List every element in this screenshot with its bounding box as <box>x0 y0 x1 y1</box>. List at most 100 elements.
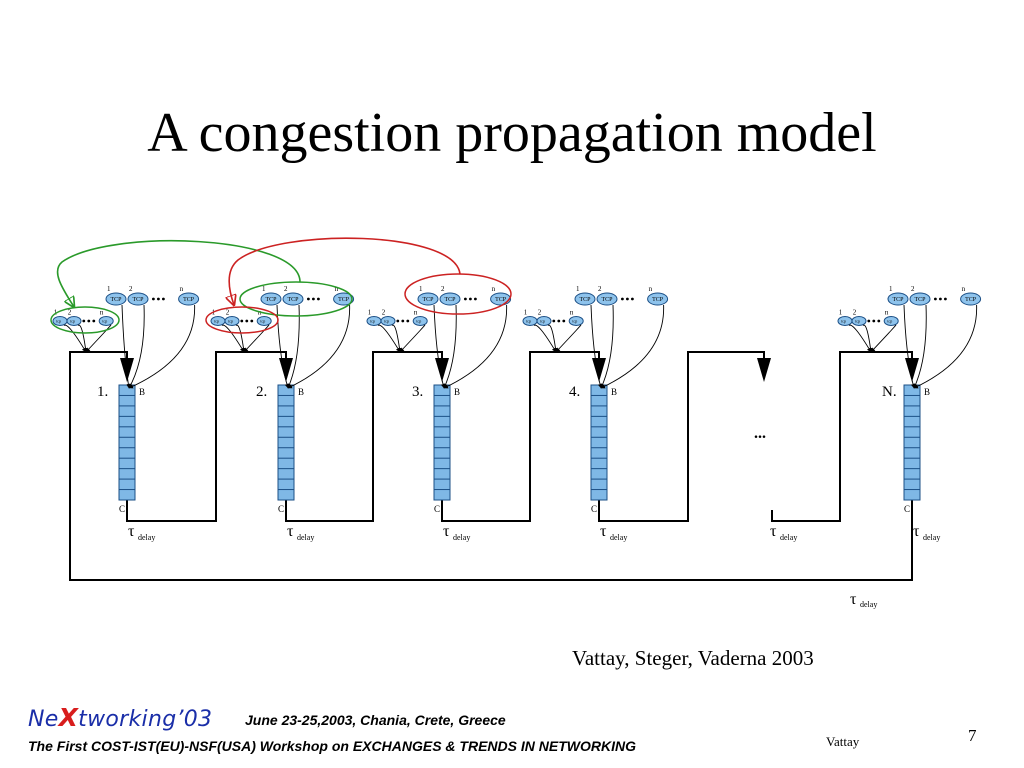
flow-dots <box>401 319 405 323</box>
tcp-flow-group-label: TCP <box>111 297 123 303</box>
buffer-queue <box>118 384 136 501</box>
flow-index-label: 1 <box>368 309 372 317</box>
flow-index-label: n <box>885 309 889 317</box>
small-tcp-flow-group <box>224 316 240 326</box>
flow-path <box>391 324 402 353</box>
flow-index-label: n <box>100 309 104 317</box>
flow-path <box>533 324 557 353</box>
tcp-flow-group <box>127 292 149 306</box>
link-wire <box>771 351 913 522</box>
small-tcp-flow-group-label: tcp <box>102 318 107 323</box>
flow-dots <box>240 319 244 323</box>
flow-index-label: n <box>649 285 653 293</box>
delay-subscript: delay <box>610 533 627 542</box>
delay-symbol: τ <box>850 591 857 608</box>
tcp-flow-group-label: TCP <box>423 297 435 303</box>
flow-path <box>547 324 558 353</box>
delay-subscript: delay <box>923 533 940 542</box>
router-label: 3. <box>412 384 423 400</box>
buffer-queue <box>277 384 295 501</box>
small-tcp-flow-group-label: tcp <box>841 318 846 323</box>
flow-index-label: n <box>335 285 339 293</box>
flow-dots <box>245 319 249 323</box>
tcp-flow-group-label: TCP <box>266 297 278 303</box>
buffer-bottom-label: C <box>904 504 910 514</box>
small-tcp-flow-group <box>98 316 114 326</box>
flow-index-label: 2 <box>382 309 386 317</box>
flow-dots <box>552 319 556 323</box>
small-tcp-flow-group-label: tcp <box>370 318 375 323</box>
flow-path <box>221 324 245 353</box>
router-label: 2. <box>256 384 267 400</box>
flow-index-label: 2 <box>129 285 133 293</box>
flow-dots <box>562 319 566 323</box>
tcp-flow-group <box>596 292 618 306</box>
small-tcp-flow-group-label: tcp <box>887 318 892 323</box>
flow-dots <box>307 297 310 301</box>
flow-dots <box>82 319 86 323</box>
flow-path <box>77 324 88 353</box>
flow-path <box>848 324 872 353</box>
flow-dots <box>867 319 871 323</box>
red-propagation-arrow <box>229 237 461 305</box>
delay-subscript: delay <box>780 533 797 542</box>
tcp-flow-group-label: TCP <box>915 297 927 303</box>
flow-dots <box>474 297 477 301</box>
tcp-flow-group <box>439 292 461 306</box>
tcp-flow-group <box>333 292 355 306</box>
input-arrow-icon <box>757 358 771 382</box>
conference-dates: June 23-25,2003, Chania, Crete, Greece <box>245 712 506 728</box>
flow-index-label: 2 <box>226 309 230 317</box>
router-label: 4. <box>569 384 580 400</box>
tcp-flow-group-label: TCP <box>183 297 195 303</box>
delay-symbol: τ <box>287 523 294 540</box>
conference-logo: NeXtworking’03 <box>28 703 212 732</box>
flow-path <box>121 304 131 389</box>
flow-dots <box>939 297 942 301</box>
flow-path <box>555 324 582 353</box>
tcp-flow-group <box>887 292 909 306</box>
delay-subscript: delay <box>297 533 314 542</box>
flow-index-label: 2 <box>284 285 288 293</box>
flow-path <box>433 304 446 389</box>
flow-path <box>600 304 614 389</box>
tcp-flow-group-label: TCP <box>965 297 977 303</box>
flow-index-label: n <box>492 285 496 293</box>
flow-dots <box>162 297 165 301</box>
flow-path <box>63 324 87 353</box>
tcp-flow-group <box>909 292 931 306</box>
flow-index-label: 2 <box>68 309 72 317</box>
flow-index-label: 1 <box>419 285 423 293</box>
green-cluster-ring <box>50 306 120 334</box>
flow-path <box>590 304 603 389</box>
flow-dots <box>406 319 410 323</box>
red-cluster-ring <box>404 273 512 315</box>
flow-dots <box>877 319 881 323</box>
flow-path <box>235 324 246 353</box>
delay-subscript: delay <box>138 533 155 542</box>
buffer-top-label: B <box>611 387 617 397</box>
tcp-flow-group-label: TCP <box>133 297 145 303</box>
logo-prefix: Ne <box>28 707 59 732</box>
flow-path <box>287 304 351 389</box>
buffer-top-label: B <box>454 387 460 397</box>
flow-dots <box>317 297 320 301</box>
tcp-flow-group-label: TCP <box>580 297 592 303</box>
small-tcp-flow-group-label: tcp <box>228 318 233 323</box>
flow-path <box>377 324 401 353</box>
flow-index-label: n <box>962 285 966 293</box>
small-tcp-flow-group <box>536 316 552 326</box>
buffer-bottom-label: C <box>278 504 284 514</box>
buffer-queue <box>903 384 921 501</box>
delay-symbol: τ <box>600 523 607 540</box>
flow-dots <box>934 297 937 301</box>
small-tcp-flow-group-label: tcp <box>384 318 389 323</box>
tcp-flow-group <box>282 292 304 306</box>
small-tcp-flow-group-label: tcp <box>260 318 265 323</box>
flow-dots <box>152 297 155 301</box>
flow-dots <box>87 319 91 323</box>
flow-path <box>913 304 927 389</box>
tcp-flow-group <box>260 292 282 306</box>
